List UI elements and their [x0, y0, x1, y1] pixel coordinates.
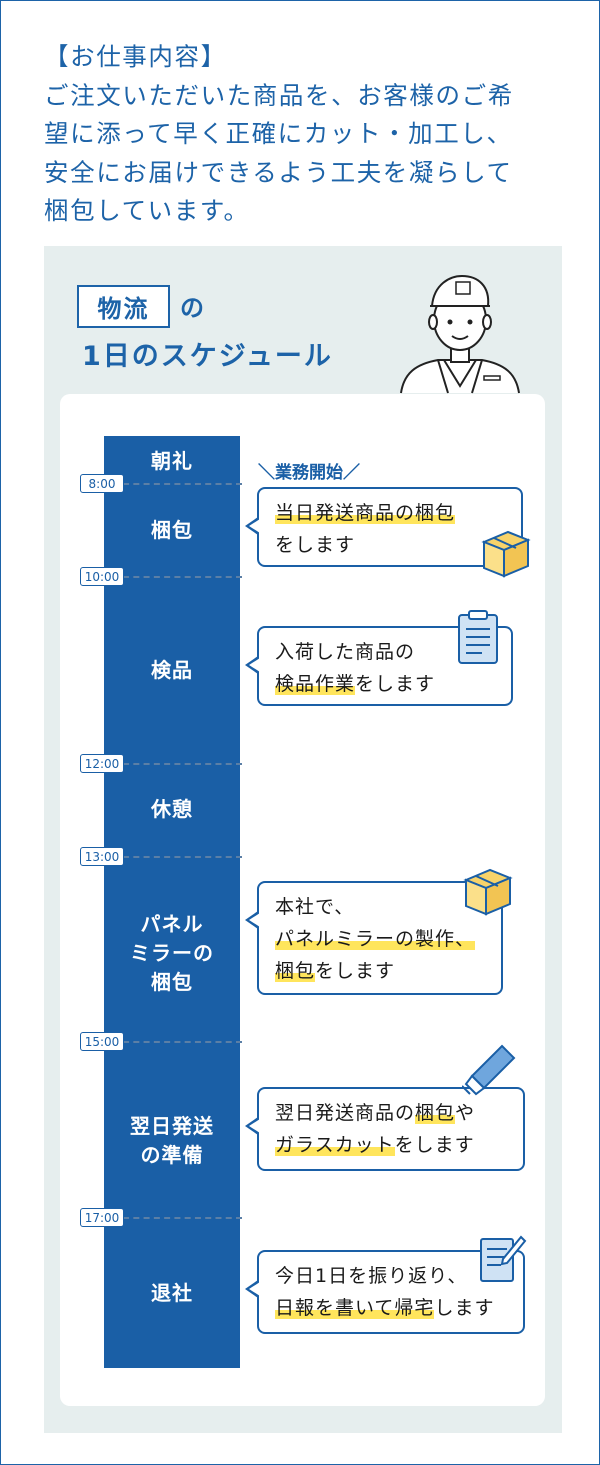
bubble-inspection: 入荷した商品の 検品作業をします — [245, 626, 513, 706]
time-divider — [82, 1217, 242, 1219]
bubble-line: 本社で、 — [275, 896, 355, 918]
activity-inspection: 検品 — [104, 656, 240, 685]
bubble-line: 今日1日を振り返り、 — [275, 1265, 468, 1287]
bubble-text: をします — [394, 1134, 475, 1156]
bubble-line: 当日発送商品の梱包 — [275, 497, 505, 529]
activity-label: 朝礼 — [151, 449, 193, 473]
job-description-line: 梱包しています。 — [44, 196, 250, 225]
bubble-highlight: 日報を書いて帰宅 — [275, 1297, 435, 1319]
bubble-line: 日報を書いて帰宅します — [275, 1292, 507, 1324]
time-tag-1700: 17:00 — [80, 1208, 124, 1227]
activity-label: 翌日発送 — [130, 1114, 214, 1138]
activity-label: 梱包 — [151, 970, 193, 994]
bubble-line: パネルミラーの製作、 — [275, 923, 485, 955]
time-divider — [82, 1041, 242, 1043]
bubble-highlight: 梱包 — [415, 1102, 456, 1124]
bubble-leave-office: 今日1日を振り返り、 日報を書いて帰宅します — [245, 1250, 525, 1334]
bubble-panel-mirror: 本社で、 パネルミラーの製作、 梱包をします — [245, 881, 503, 995]
activity-next-day-prep: 翌日発送 の準備 — [104, 1112, 240, 1170]
bubble-highlight: 当日発送商品の梱包 — [275, 502, 456, 524]
bubble-highlight: 検品作業 — [275, 673, 356, 695]
start-label-text: 業務開始 — [275, 463, 343, 483]
activity-break: 休憩 — [104, 795, 240, 824]
job-description-line: 安全にお届けできるよう工夫を凝らして — [44, 157, 513, 187]
start-label-slash-right: ／ — [343, 463, 360, 483]
activity-packing: 梱包 — [104, 516, 240, 545]
work-start-label: ＼業務開始／ — [258, 458, 360, 483]
title-particle: の — [180, 294, 204, 322]
bubble-text: します — [434, 1297, 495, 1319]
bubble-line: 検品作業をします — [275, 668, 495, 700]
time-divider — [82, 483, 242, 485]
timeline-bar — [104, 436, 240, 1368]
activity-label: 検品 — [151, 658, 193, 682]
time-tag-1300: 13:00 — [80, 847, 124, 866]
bubble-highlight: 梱包 — [275, 960, 316, 982]
bubble-line: ガラスカットをします — [275, 1129, 507, 1161]
bubble-same-day-packing: 当日発送商品の梱包 をします — [245, 487, 523, 567]
department-label: 物流 — [77, 285, 170, 328]
time-tag-1500: 15:00 — [80, 1032, 124, 1051]
report-pen-icon — [480, 1235, 527, 1282]
job-description-line: ご注文いただいた商品を、お客様のご希 — [44, 80, 514, 110]
bubble-line: をします — [275, 534, 356, 556]
activity-label: 梱包 — [151, 518, 193, 542]
activity-label: ミラーの — [130, 941, 214, 965]
activity-label: 退社 — [151, 1281, 193, 1305]
activity-morning-meeting: 朝礼 — [104, 447, 240, 476]
glass-cutter-icon — [462, 1044, 516, 1096]
activity-leave-office: 退社 — [104, 1279, 240, 1308]
time-divider — [82, 763, 242, 765]
time-tag-1000: 10:00 — [80, 567, 124, 586]
schedule-title: 1日のスケジュール — [82, 341, 333, 372]
cardboard-box-icon — [463, 868, 513, 916]
bubble-line: 翌日発送商品の梱包や — [275, 1097, 507, 1129]
bubble-text: 翌日発送商品の — [275, 1102, 416, 1124]
time-divider — [82, 856, 242, 858]
activity-label: 休憩 — [151, 797, 193, 821]
bubble-line: 入荷した商品の — [275, 641, 416, 663]
activity-label: パネル — [140, 912, 204, 936]
start-label-slash-left: ＼ — [258, 463, 275, 483]
activity-label: の準備 — [140, 1143, 204, 1167]
bubble-next-day-prep: 翌日発送商品の梱包や ガラスカットをします — [245, 1087, 525, 1171]
clipboard-icon — [458, 610, 498, 664]
cardboard-box-icon — [481, 530, 531, 578]
activity-panel-mirror-packing: パネル ミラーの 梱包 — [104, 910, 240, 997]
bubble-text: をします — [355, 673, 436, 695]
bubble-text: や — [455, 1102, 476, 1124]
time-tag-1200: 12:00 — [80, 754, 124, 773]
bubble-highlight: パネルミラーの製作、 — [275, 928, 476, 950]
bubble-text: をします — [315, 960, 396, 982]
job-description-line: 望に添って早く正確にカット・加工し、 — [44, 119, 513, 148]
worker-illustration — [400, 274, 520, 394]
job-description-heading: 【お仕事内容】 — [44, 42, 227, 71]
time-tag-0800: 8:00 — [80, 474, 124, 493]
job-description: 【お仕事内容】 ご注文いただいた商品を、お客様のご希 望に添って早く正確にカット… — [44, 38, 574, 231]
time-divider — [82, 576, 242, 578]
bubble-highlight: ガラスカット — [275, 1134, 395, 1156]
bubble-line: 梱包をします — [275, 955, 485, 987]
